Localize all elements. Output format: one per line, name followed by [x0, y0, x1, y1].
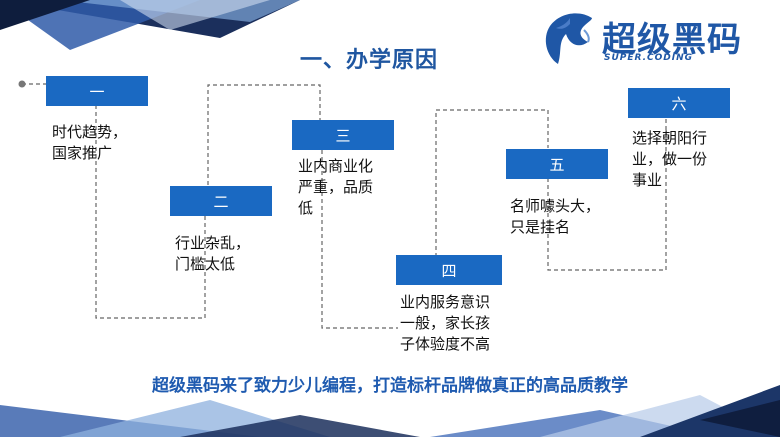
step-box-4: 四 — [396, 255, 502, 285]
slide-title: 一、办学原因 — [300, 48, 439, 73]
step-box-5: 五 — [506, 149, 608, 179]
start-dot — [18, 80, 26, 88]
step-text-6: 选择朝阳行 业，做一份 事业 — [632, 129, 708, 189]
step-text-4: 业内服务意识 一般，家长孩 子体验度不高 — [400, 293, 491, 353]
step-box-6: 六 — [628, 88, 730, 118]
logo-subtitle: SUPER.CODING — [604, 53, 694, 63]
step-text-3: 业内商业化 严重，品质 低 — [298, 157, 374, 217]
top-left-triangles — [0, 0, 300, 50]
step-text-1: 时代趋势， 国家推广 — [52, 123, 128, 162]
step-text-5: 名师噱头大， 只是挂名 — [510, 197, 601, 236]
logo-wordmark: 超级黑码 — [602, 20, 742, 60]
step-text-2: 行业杂乱， 门槛太低 — [175, 234, 251, 273]
step-box-1: 一 — [46, 76, 148, 106]
slide-footer-slogan: 超级黑码来了致力少儿编程，打造标杆品牌做真正的高品质教学 — [152, 376, 628, 396]
lion-emblem-icon — [545, 13, 592, 64]
bottom-triangles — [0, 385, 780, 437]
connector-lines — [22, 83, 667, 329]
step-box-2: 二 — [170, 186, 272, 216]
brand-logo: 超级黑码 SUPER.CODING — [540, 6, 776, 70]
step-box-3: 三 — [292, 120, 394, 150]
